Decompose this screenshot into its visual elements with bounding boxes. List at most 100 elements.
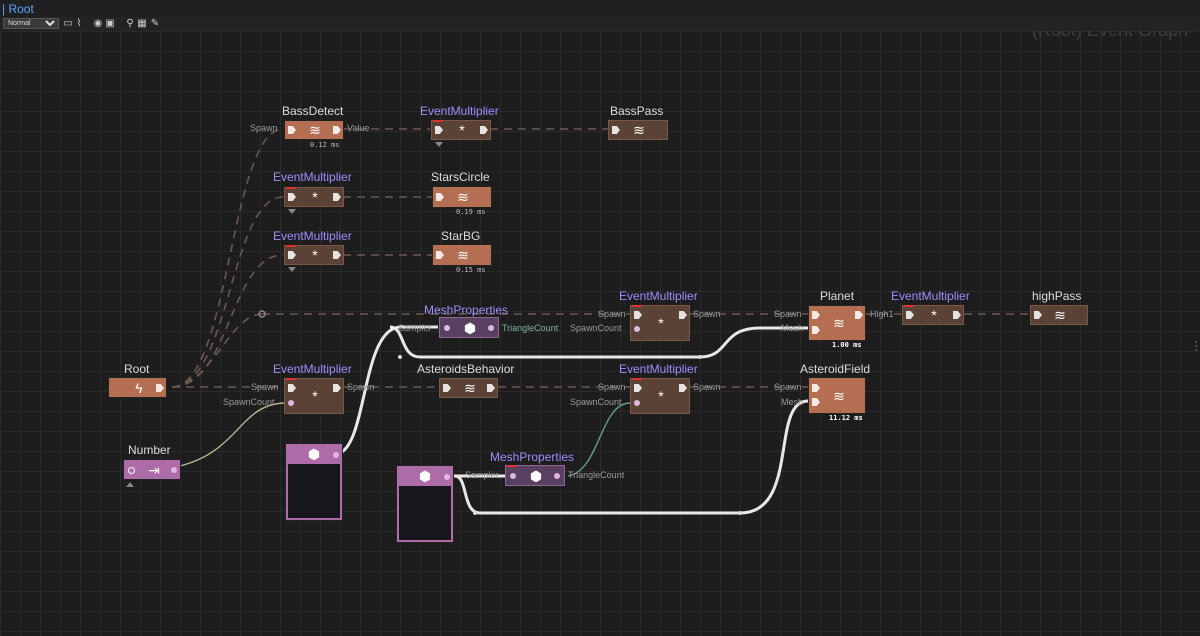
frame-icon[interactable]: ▣	[105, 18, 115, 29]
eventmultiplier-5-title: EventMultiplier	[891, 289, 970, 303]
starbg-node[interactable]: ≋	[432, 244, 492, 266]
input-port[interactable]	[443, 384, 451, 392]
starscircle-node[interactable]: ≋	[432, 186, 492, 208]
meshproperties-2-trianglecount-label: TriangleCount	[568, 470, 625, 480]
event-wire	[171, 313, 263, 388]
output-port[interactable]	[333, 126, 341, 134]
cube-icon: ⬢	[463, 320, 477, 336]
eventmultiplier-5-node[interactable]: *	[902, 305, 964, 325]
eventmultiplier-2-node[interactable]: *	[284, 187, 344, 207]
expand-arrow-icon[interactable]	[126, 482, 134, 487]
input-port[interactable]	[812, 384, 820, 392]
output-port[interactable]	[156, 384, 164, 392]
multiply-icon: *	[658, 315, 664, 331]
mesh-preview	[399, 486, 451, 540]
bassdetect-node[interactable]: ≋	[284, 120, 344, 140]
input-port[interactable]	[288, 126, 296, 134]
input-port[interactable]	[634, 400, 640, 406]
eventmultiplier-3-node[interactable]: *	[284, 245, 344, 265]
input-port[interactable]	[812, 311, 820, 319]
event-graph-canvas[interactable]: (Root) Event Graph	[0, 31, 1200, 636]
meshproperties-1-title: MeshProperties	[424, 303, 509, 317]
output-port[interactable]	[554, 473, 560, 479]
input-port[interactable]	[436, 193, 444, 201]
expand-arrow-icon[interactable]	[288, 267, 296, 272]
event-wire	[171, 196, 284, 388]
input-port[interactable]	[634, 311, 642, 319]
multiply-icon: *	[312, 247, 318, 263]
warning-bar	[507, 465, 517, 467]
planet-node[interactable]: ≋	[808, 305, 866, 341]
output-port[interactable]	[333, 452, 339, 458]
curve-icon[interactable]: ⌇	[76, 18, 82, 29]
number-node[interactable]: ⇥	[123, 459, 181, 480]
eventmultiplier-2-title: EventMultiplier	[273, 170, 352, 184]
mesh-source-2-node[interactable]: ⬢	[396, 465, 454, 543]
mesh-source-1-node[interactable]: ⬢	[285, 443, 343, 521]
input-port[interactable]	[634, 326, 640, 332]
eye-icon[interactable]: ◉	[93, 18, 103, 29]
input-port[interactable]	[288, 384, 296, 392]
lightning-icon: ϟ	[135, 380, 143, 396]
input-port[interactable]	[288, 251, 296, 259]
breadcrumb-root-link[interactable]: | Root	[2, 2, 34, 16]
eventmultiplier-6-node[interactable]: *	[284, 378, 344, 414]
mode-select[interactable]: Normal	[3, 18, 59, 29]
wires-layer	[171, 128, 1030, 515]
eventmultiplier-4-node[interactable]: *	[630, 305, 690, 341]
wrench-icon[interactable]: ✎	[150, 18, 160, 29]
data-wire	[179, 402, 287, 467]
input-port[interactable]	[444, 325, 450, 331]
search-icon[interactable]: ⚲	[126, 18, 134, 29]
output-port[interactable]	[333, 193, 341, 201]
basspass-node[interactable]: ≋	[608, 120, 668, 140]
output-port[interactable]	[953, 311, 961, 319]
monitor-icon[interactable]: ▭	[63, 18, 73, 29]
input-port[interactable]	[612, 126, 620, 134]
assign-icon: ⇥	[148, 462, 160, 478]
input-port[interactable]	[812, 398, 820, 406]
eventmultiplier-7-node[interactable]: *	[630, 378, 690, 414]
output-port[interactable]	[480, 126, 488, 134]
meshproperties-1-node[interactable]: ⬢	[439, 317, 499, 338]
output-port[interactable]	[855, 311, 863, 319]
output-port[interactable]	[487, 384, 495, 392]
meshproperties-2-node[interactable]: ⬢	[505, 465, 565, 486]
input-port[interactable]	[812, 326, 820, 334]
input-port[interactable]	[435, 126, 443, 134]
expand-arrow-icon[interactable]	[435, 142, 443, 147]
root-node[interactable]: ϟ	[108, 377, 167, 398]
graph-toolbar: Normal ▭ ⌇ ◉ ▣ ⚲ ▦ ✎	[0, 17, 1200, 31]
input-port[interactable]	[288, 400, 294, 406]
eventmultiplier-1-node[interactable]: *	[431, 120, 491, 140]
output-port[interactable]	[444, 474, 450, 480]
layers-icon: ≋	[833, 315, 845, 331]
input-port[interactable]	[128, 467, 135, 474]
output-port[interactable]	[171, 467, 177, 473]
expand-arrow-icon[interactable]	[288, 209, 296, 214]
output-port[interactable]	[679, 311, 687, 319]
layers-icon: ≋	[457, 189, 469, 205]
layers-icon: ≋	[457, 247, 469, 263]
cube-icon: ⬢	[418, 468, 432, 484]
input-port[interactable]	[510, 473, 516, 479]
warning-bar	[286, 245, 296, 247]
eventmultiplier-6-out-label: Spawn	[347, 382, 375, 392]
input-port[interactable]	[288, 193, 296, 201]
asteroidsbehavior-node[interactable]: ≋	[439, 378, 498, 398]
grid-icon[interactable]: ▦	[137, 18, 147, 29]
output-port[interactable]	[333, 384, 341, 392]
output-port[interactable]	[679, 384, 687, 392]
input-port[interactable]	[436, 251, 444, 259]
more-options-icon[interactable]: ···	[1194, 336, 1198, 356]
meshproperties-1-sampler-label: Sampler	[398, 323, 432, 333]
input-port[interactable]	[634, 384, 642, 392]
asteroidfield-node[interactable]: ≋	[808, 377, 866, 414]
warning-bar	[632, 305, 642, 307]
output-port[interactable]	[488, 325, 494, 331]
eventmultiplier-4-out-label: Spawn	[693, 309, 721, 319]
highpass-node[interactable]: ≋	[1030, 305, 1088, 325]
input-port[interactable]	[1034, 311, 1042, 319]
input-port[interactable]	[906, 311, 914, 319]
output-port[interactable]	[333, 251, 341, 259]
